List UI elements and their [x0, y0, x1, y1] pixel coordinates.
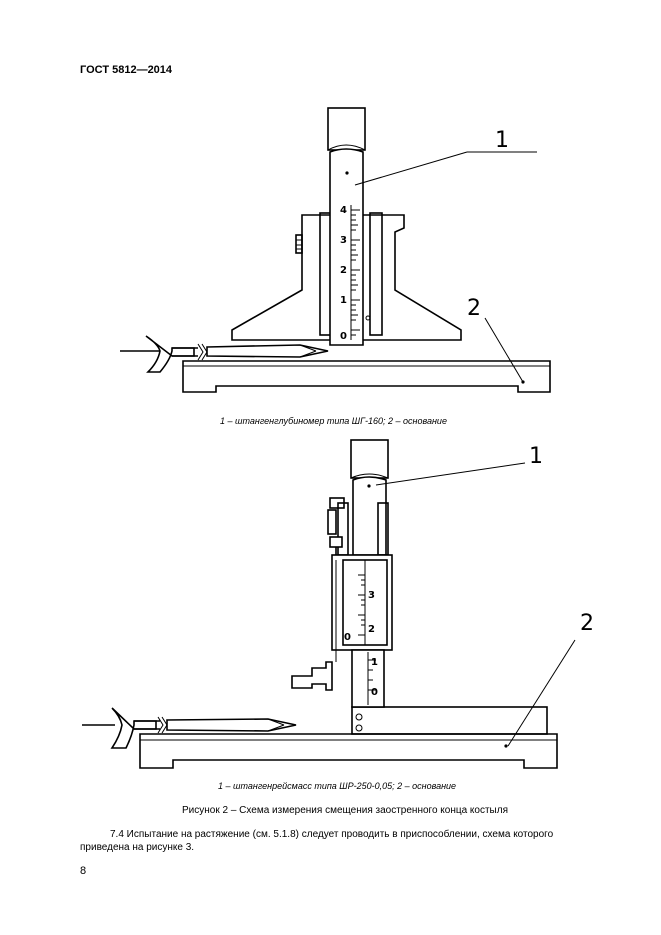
- spike: [120, 335, 329, 373]
- caption-top: 1 – штангенглубиномер типа ШГ-160; 2 – о…: [220, 416, 447, 426]
- ruler-digit-4: 4: [340, 205, 347, 216]
- label-1-bottom: 1: [529, 444, 543, 469]
- ruler-digit-1: 1: [340, 295, 347, 306]
- caption-bottom: 1 – штангенрейсмасс типа ШР-250-0,05; 2 …: [218, 781, 457, 791]
- figure-title: Рисунок 2 – Схема измерения смещения зао…: [182, 805, 508, 816]
- ruler-digit-3: 3: [340, 235, 347, 246]
- spike-2: [82, 707, 297, 749]
- gauge-digit-3: 3: [368, 590, 375, 601]
- gauge-ticks-upper: [358, 574, 365, 636]
- base-plate-2: [139, 706, 558, 769]
- figure-depth-caliper: 4 3 2 1 0 1 2: [120, 107, 551, 393]
- gauge-digit-2: 2: [368, 624, 375, 635]
- gauge-column: 3 2 0 1 0: [291, 439, 393, 708]
- body-paragraph: 7.4 Испытание на растяжение (см. 5.1.8) …: [80, 828, 588, 854]
- page-number: 8: [80, 865, 87, 877]
- paragraph-line-2: приведена на рисунке 3.: [80, 842, 195, 853]
- base-plate: [182, 360, 551, 393]
- paragraph-line-1: 7.4 Испытание на растяжение (см. 5.1.8) …: [110, 829, 554, 840]
- gauge-digit-0-lower: 0: [371, 687, 378, 698]
- gauge-digit-1: 1: [371, 657, 378, 668]
- ruler-digit-0: 0: [340, 331, 347, 342]
- gauge-digit-0: 0: [344, 632, 351, 643]
- label-2-bottom: 2: [580, 611, 594, 636]
- gauge-ticks-lower: [368, 659, 376, 691]
- document-code: ГОСТ 5812—2014: [80, 64, 173, 76]
- figure-height-gauge: 3 2 0 1 0 1 2: [82, 439, 594, 769]
- label-1: 1: [495, 128, 509, 153]
- caliper-ruler: 4 3 2 1 0: [327, 107, 371, 346]
- ruler-ticks: [351, 209, 360, 336]
- label-2: 2: [467, 296, 481, 321]
- ruler-digit-2: 2: [340, 265, 347, 276]
